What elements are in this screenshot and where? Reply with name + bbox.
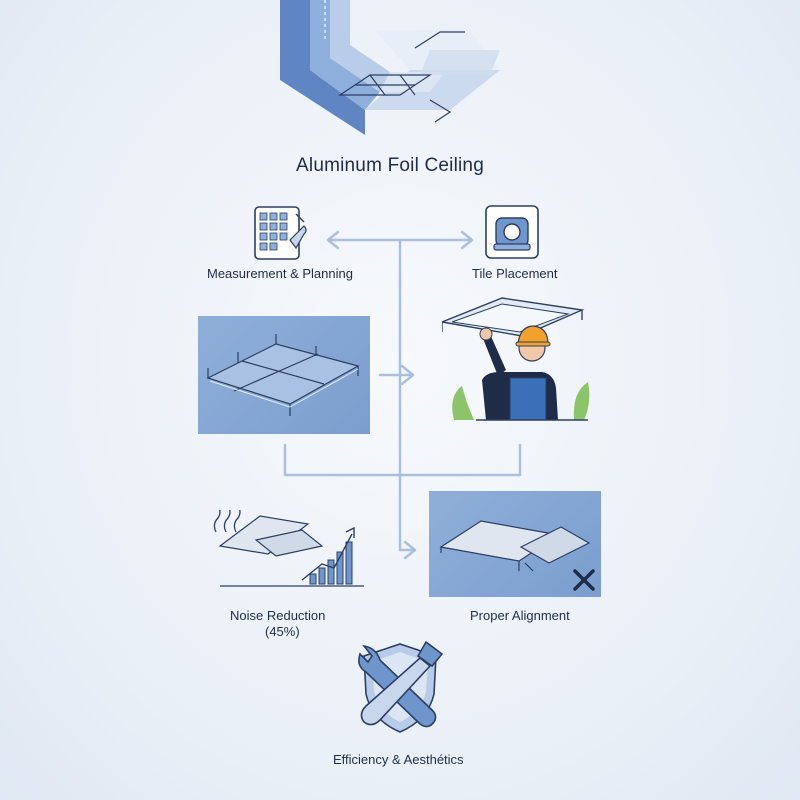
worker-installing-illustration [442,297,590,421]
tape-measure-icon [485,205,539,259]
grid-calculator-icon [254,206,307,260]
proper-alignment-label: Proper Alignment [470,608,570,623]
ceiling-grid-panel [198,316,370,434]
noise-chart-illustration [213,510,364,587]
noise-reduction-value: (45%) [265,624,300,639]
ceiling-corner-illustration [280,0,500,135]
noise-reduction-label: Noise Reduction [230,608,326,623]
misaligned-tiles-panel [429,491,601,597]
wrench-brush-shield-icon [358,640,444,733]
measurement-label: Measurement & Planning [207,266,353,281]
diagram-title: Aluminum Foil Ceiling [296,155,484,176]
tile-placement-label: Tile Placement [472,266,558,281]
efficiency-label: Efficiency & Aesthétics [333,752,464,767]
